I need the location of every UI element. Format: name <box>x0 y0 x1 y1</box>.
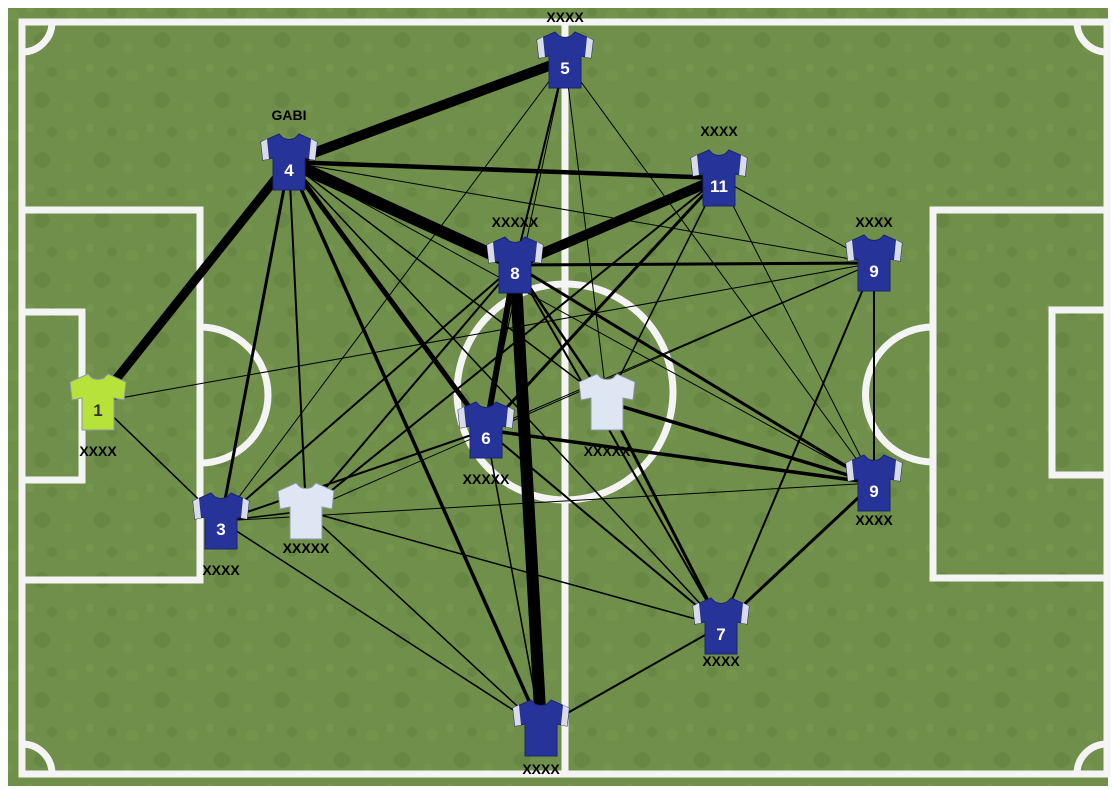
player-number: 9 <box>869 482 878 501</box>
player-number: 11 <box>710 177 728 196</box>
player-label: XXXX <box>79 443 117 459</box>
player-number: 9 <box>869 262 878 281</box>
player-number: 3 <box>216 520 225 539</box>
player-label: XXXX <box>702 653 740 669</box>
player-label: XXXX <box>546 9 584 25</box>
player-label: GABI <box>272 107 307 123</box>
player-label: XXXXX <box>283 540 330 556</box>
player-label: XXXX <box>700 123 738 139</box>
player-label: XXXX <box>855 512 893 528</box>
player-label: XXXX <box>522 761 560 777</box>
pass-edge-p8-p9a <box>515 263 874 265</box>
player-label: XXXXX <box>584 443 631 459</box>
player-number: 4 <box>284 161 294 180</box>
player-number: 5 <box>560 59 569 78</box>
player-number: 8 <box>510 264 519 283</box>
grass <box>8 8 1108 786</box>
player-label: XXXXX <box>492 214 539 230</box>
player-number: 7 <box>716 625 725 644</box>
player-number: 6 <box>481 429 490 448</box>
pitch-surface <box>8 8 1108 786</box>
player-number: 1 <box>93 401 102 420</box>
player-label: XXXXX <box>463 471 510 487</box>
player-label: XXXX <box>202 562 240 578</box>
player-label: XXXX <box>855 214 893 230</box>
